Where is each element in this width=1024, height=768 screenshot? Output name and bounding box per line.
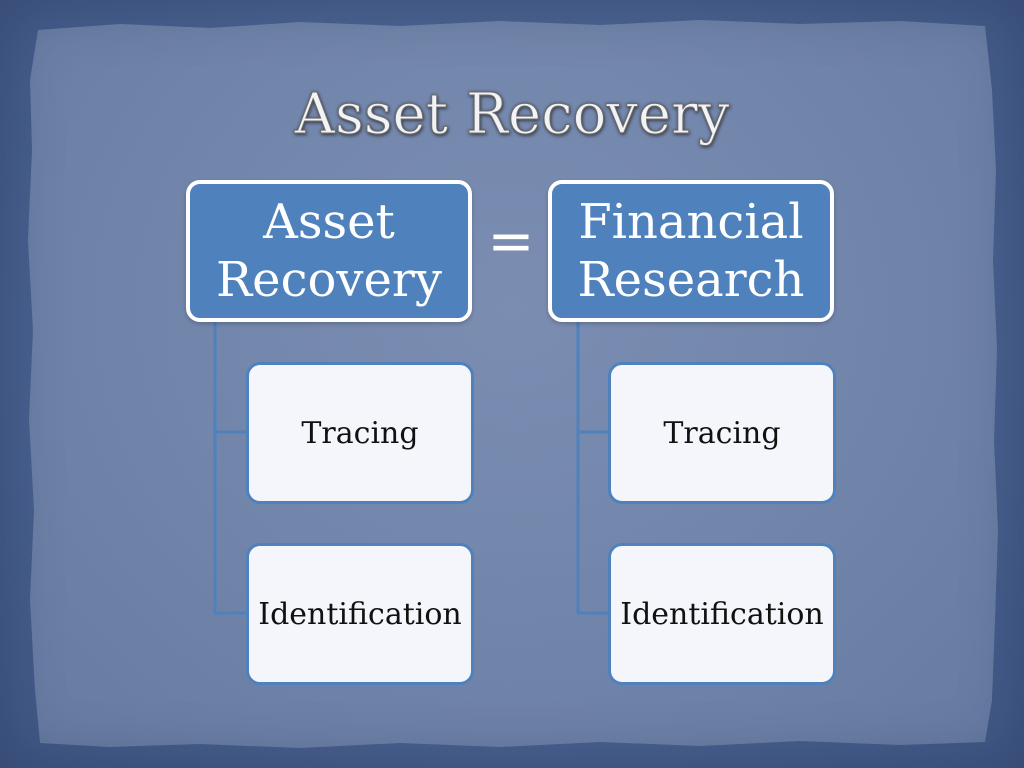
financial-research-box: Financial Research bbox=[548, 180, 834, 322]
left-tracing-label: Tracing bbox=[301, 415, 419, 451]
right-identification-box: Identification bbox=[608, 543, 836, 685]
left-tracing-box: Tracing bbox=[246, 362, 474, 504]
right-tracing-box: Tracing bbox=[608, 362, 836, 504]
right-identification-label: Identification bbox=[620, 596, 824, 632]
financial-research-label: Financial Research bbox=[577, 194, 805, 308]
equals-sign: = bbox=[487, 209, 535, 274]
right-tracing-label: Tracing bbox=[663, 415, 781, 451]
left-identification-label: Identification bbox=[258, 596, 462, 632]
asset-recovery-box: Asset Recovery bbox=[186, 180, 472, 322]
left-identification-box: Identification bbox=[246, 543, 474, 685]
slide-title: Asset Recovery bbox=[294, 82, 730, 148]
asset-recovery-label: Asset Recovery bbox=[216, 194, 442, 308]
